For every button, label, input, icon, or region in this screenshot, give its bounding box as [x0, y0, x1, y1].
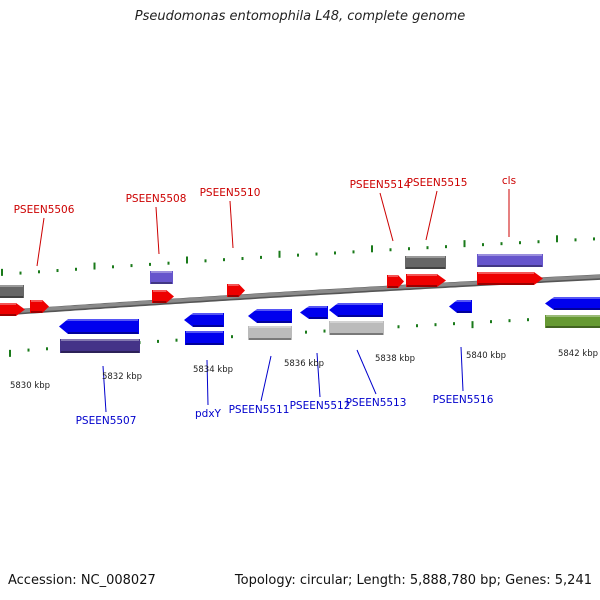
- feature-cls-box-body: [477, 254, 543, 267]
- feature-pseen5513-box: [329, 321, 384, 335]
- accession-text: Accession: NC_008027: [8, 573, 156, 588]
- scale-label: 5832 kbp: [102, 372, 142, 382]
- leader-line-PSEEN5511: [260, 355, 272, 402]
- scale-label: 5830 kbp: [10, 381, 50, 391]
- leader-line-pdxY: [206, 359, 209, 406]
- feature-pseen5512: [300, 306, 328, 319]
- gene-label-PSEEN5515: PSEEN5515: [407, 177, 468, 241]
- forward-gene-label-PSEEN5515: PSEEN5515: [407, 177, 468, 189]
- gene-label-cls: cls: [502, 175, 516, 237]
- gene-label-PSEEN5511: PSEEN5511: [229, 355, 290, 416]
- scale-label: 5840 kbp: [466, 351, 506, 361]
- feature-pseen5508-box-body: [150, 271, 173, 284]
- map-title: Pseudomonas entomophila L48, complete ge…: [134, 9, 466, 24]
- gene-label-PSEEN5510: PSEEN5510: [200, 187, 261, 249]
- feature-left-red-1: [0, 303, 25, 316]
- feature-pseen5515-box-body: [405, 256, 446, 269]
- scale-label: 5838 kbp: [375, 354, 415, 364]
- gene-label-PSEEN5507: PSEEN5507: [76, 365, 137, 427]
- gene-label-PSEEN5512: PSEEN5512: [290, 352, 351, 412]
- reverse-gene-label-PSEEN5511: PSEEN5511: [229, 404, 290, 416]
- forward-gene-label-PSEEN5508: PSEEN5508: [126, 193, 187, 205]
- scale-labels: 5830 kbp 5832 kbp 5834 kbp 5836 kbp 5838 kbp…: [10, 349, 598, 391]
- feature-pdxY-body: [184, 313, 224, 327]
- leader-line-PSEEN5512: [316, 352, 321, 398]
- forward-gene-label-PSEEN5514: PSEEN5514: [350, 179, 411, 191]
- leader-line-PSEEN5515: [425, 190, 438, 241]
- gene-label-PSEEN5513: PSEEN5513: [346, 349, 407, 409]
- feature-pseen5512-body: [300, 306, 328, 319]
- gene-label-PSEEN5506: PSEEN5506: [14, 204, 75, 267]
- gene-features: [0, 254, 600, 353]
- gene-label-pdxY: pdxY: [195, 359, 222, 420]
- feature-pdxY-box-body: [185, 331, 224, 345]
- feature-pseen5515: [406, 274, 446, 287]
- gene-label-PSEEN5514: PSEEN5514: [350, 179, 411, 242]
- feature-pseen5507-box: [60, 339, 140, 353]
- leader-line-PSEEN5508: [155, 206, 160, 255]
- feature-pseen5513-box-body: [329, 321, 384, 335]
- leader-line-PSEEN5507: [102, 365, 107, 413]
- feature-right-olive-body: [545, 315, 600, 328]
- feature-pseen5513-body: [329, 303, 383, 317]
- feature-pseen5511: [248, 309, 292, 323]
- feature-pseen5515-body: [406, 274, 446, 287]
- leader-line-PSEEN5513: [356, 349, 377, 395]
- leader-line-PSEEN5506: [36, 217, 45, 267]
- gene-label-PSEEN5508: PSEEN5508: [126, 193, 187, 255]
- genome-summary-text: Topology: circular; Length: 5,888,780 bp…: [234, 573, 592, 588]
- feature-right-blue-body: [545, 297, 600, 310]
- feature-cls-body: [477, 272, 543, 285]
- leader-line-PSEEN5516: [460, 346, 464, 392]
- feature-pseen5507: [59, 319, 139, 334]
- forward-gene-label-PSEEN5506: PSEEN5506: [14, 204, 75, 216]
- feature-left-red-2: [30, 300, 49, 313]
- feature-pseen5515-box: [405, 256, 446, 269]
- feature-pseen5507-box-body: [60, 339, 140, 353]
- feature-cls: [477, 272, 543, 285]
- feature-pseen5508-body: [152, 290, 174, 303]
- feature-pseen5507-body: [59, 319, 139, 334]
- feature-left-red-1-body: [0, 303, 25, 316]
- scale-label: 5836 kbp: [284, 359, 324, 369]
- leader-line-PSEEN5510: [229, 200, 234, 249]
- feature-pseen5508-box: [150, 271, 173, 284]
- forward-gene-label-PSEEN5510: PSEEN5510: [200, 187, 261, 199]
- feature-pdxY-box: [185, 331, 224, 345]
- scale-label: 5842 kbp: [558, 349, 598, 359]
- feature-pseen5510: [227, 284, 245, 297]
- feature-pseen5511-box: [248, 326, 292, 340]
- leader-line-PSEEN5514: [379, 192, 394, 242]
- feature-pseen5511-body: [248, 309, 292, 323]
- feature-left-gray-body: [0, 285, 24, 298]
- feature-right-blue: [545, 297, 600, 310]
- feature-pdxY: [184, 313, 224, 327]
- reverse-gene-label-PSEEN5513: PSEEN5513: [346, 397, 407, 409]
- feature-left-red-2-body: [30, 300, 49, 313]
- reverse-gene-label-pdxY: pdxY: [195, 408, 222, 420]
- reverse-gene-label-PSEEN5512: PSEEN5512: [290, 400, 351, 412]
- feature-pseen5513: [329, 303, 383, 317]
- feature-pseen5516: [449, 300, 472, 313]
- feature-pseen5516-body: [449, 300, 472, 313]
- feature-pseen5510-body: [227, 284, 245, 297]
- feature-right-olive: [545, 315, 600, 328]
- feature-pseen5514: [387, 275, 404, 288]
- feature-pseen5511-box-body: [248, 326, 292, 340]
- scale-label: 5834 kbp: [193, 365, 233, 375]
- reverse-gene-label-PSEEN5507: PSEEN5507: [76, 415, 137, 427]
- forward-gene-label-cls: cls: [502, 175, 516, 187]
- reverse-gene-label-PSEEN5516: PSEEN5516: [433, 394, 494, 406]
- feature-cls-box: [477, 254, 543, 267]
- feature-pseen5514-body: [387, 275, 404, 288]
- feature-left-gray: [0, 285, 24, 298]
- gene-label-PSEEN5516: PSEEN5516: [433, 346, 494, 406]
- feature-pseen5508: [152, 290, 174, 303]
